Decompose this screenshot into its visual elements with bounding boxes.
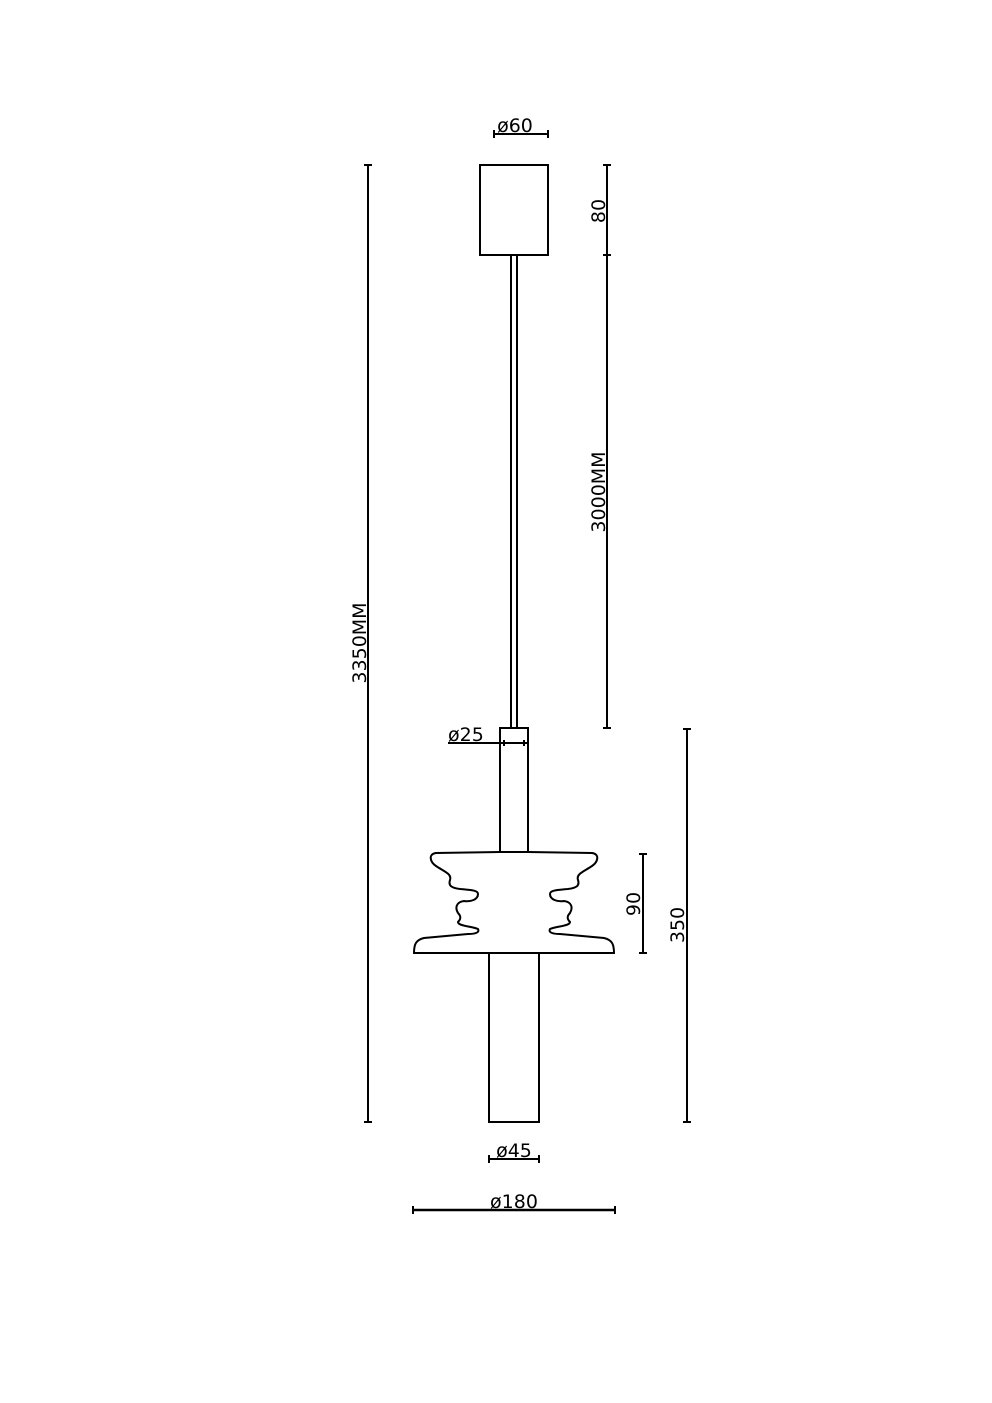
label-cable-length: 3000MM — [588, 451, 610, 532]
dim-body-height: 350 — [667, 728, 691, 1123]
cable — [510, 255, 518, 728]
dim-shade-height: 90 — [623, 853, 647, 954]
dim-upper-tube-diameter: ø25 — [448, 724, 528, 746]
lamp-body — [412, 164, 616, 1123]
label-total-height: 3350MM — [349, 602, 371, 683]
dim-lower-tube-diameter: ø45 — [488, 1140, 540, 1163]
label-shade-height: 90 — [623, 892, 645, 916]
canopy — [479, 164, 549, 256]
label-canopy-diameter: ø60 — [497, 115, 533, 137]
dim-shade-diameter: ø180 — [412, 1191, 616, 1214]
dim-canopy-height: 80 — [588, 164, 611, 256]
upper-tube — [499, 727, 529, 853]
label-shade-diameter: ø180 — [490, 1191, 538, 1213]
dim-total-height: 3350MM — [349, 164, 372, 1123]
lower-tube — [488, 952, 540, 1123]
dim-canopy-diameter: ø60 — [493, 115, 549, 138]
label-body-height: 350 — [667, 907, 689, 943]
shade — [412, 851, 616, 954]
dim-cable-length: 3000MM — [588, 255, 611, 729]
label-upper-tube-diameter: ø25 — [448, 724, 484, 746]
label-lower-tube-diameter: ø45 — [496, 1140, 532, 1162]
label-canopy-height: 80 — [588, 199, 610, 223]
